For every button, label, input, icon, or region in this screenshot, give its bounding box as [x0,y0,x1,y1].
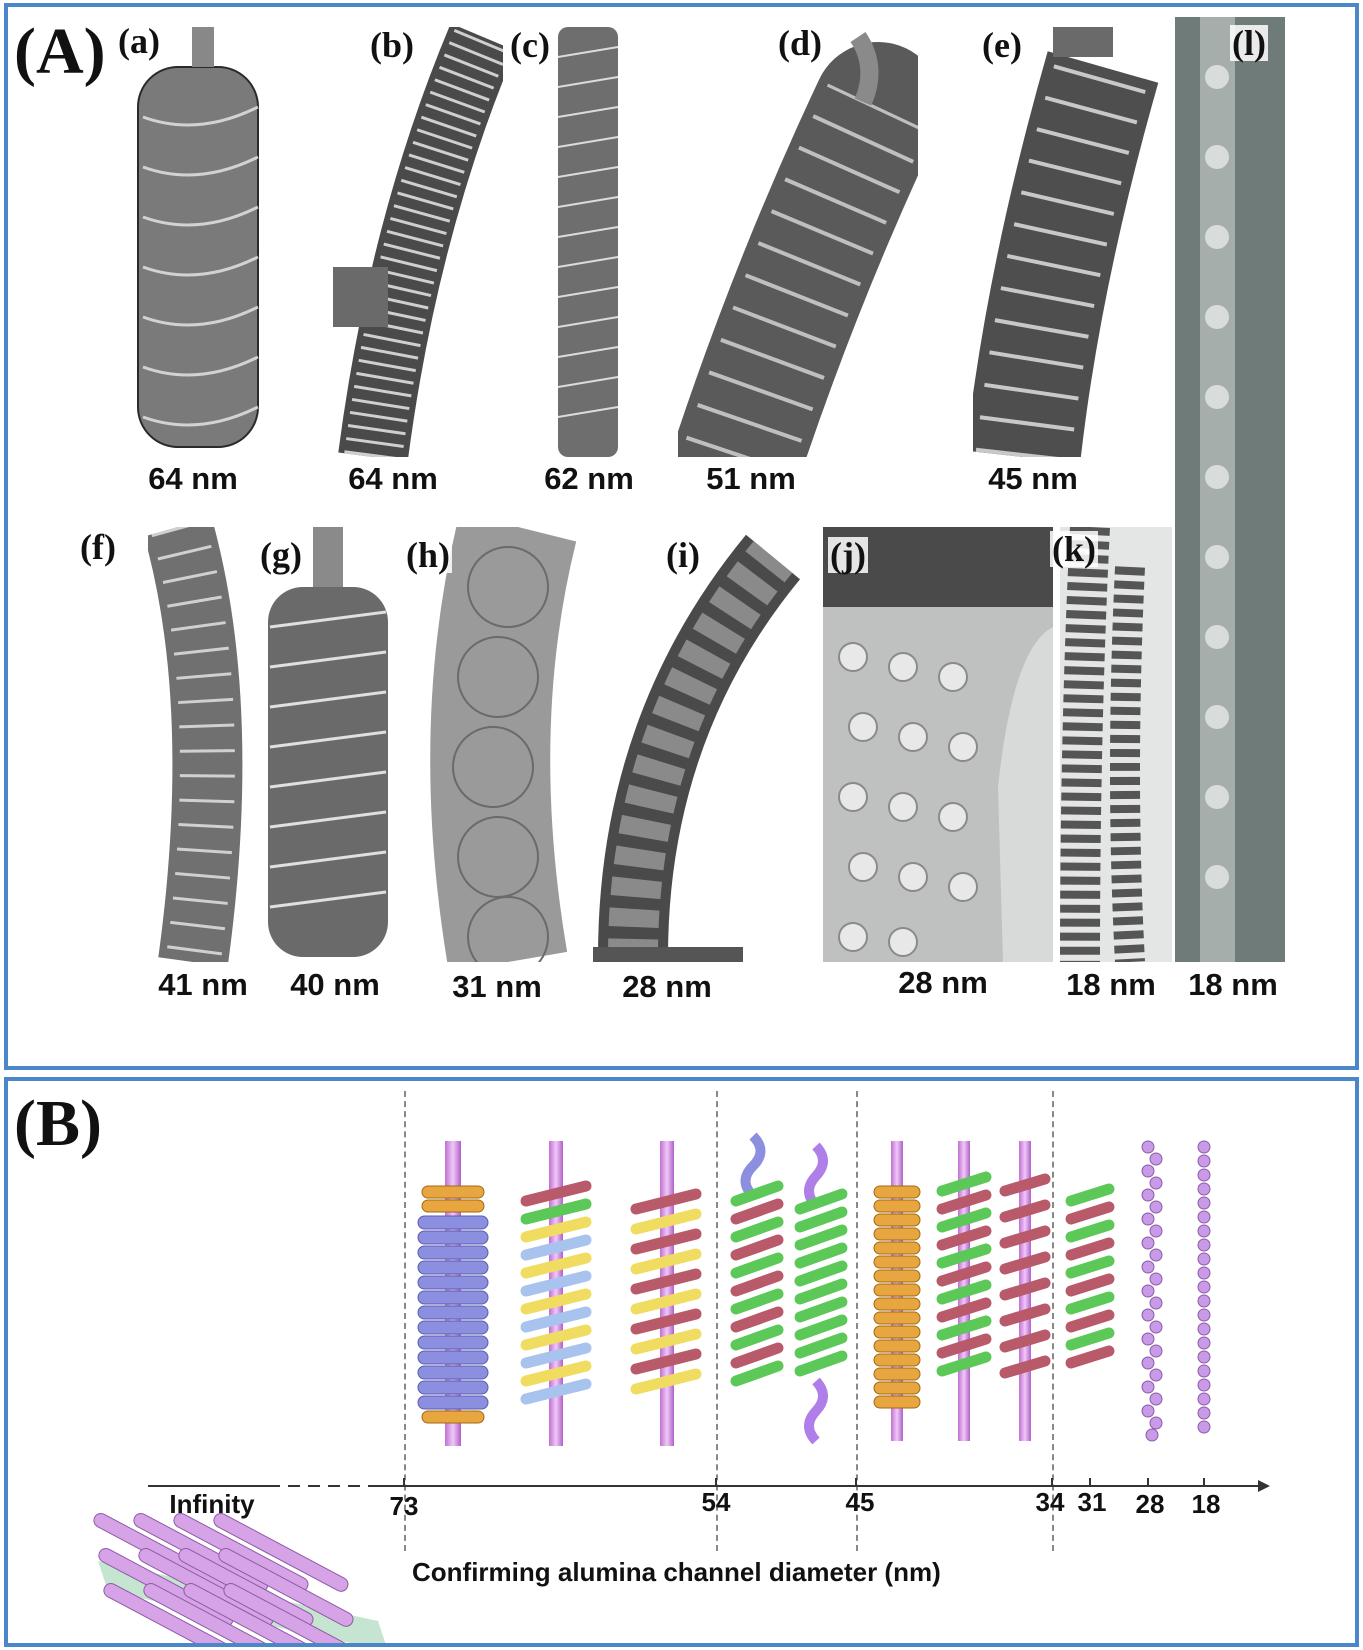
divider-54 [716,1091,718,1551]
panel-a-label: (A) [14,15,106,88]
size-label-h: 31 nm [452,969,542,1004]
tick-31: 31 [1077,1487,1107,1517]
structure-double-helix-green-a [730,1132,784,1387]
structure-double-helix-yellow [630,1141,702,1446]
tick-45: 45 [845,1487,875,1517]
micrograph-b [333,27,503,457]
micrograph-a [108,27,278,457]
size-label-g: 40 nm [290,967,380,1002]
size-label-i: 28 nm [622,969,712,1004]
image-letter-h: (h) [404,535,452,575]
structure-stacked-rings [417,1141,489,1446]
size-label-k: 18 nm [1066,967,1156,1002]
size-label-j: 28 nm [898,965,988,1000]
tick-34: 34 [1035,1487,1065,1517]
axis-title: Confirming alumina channel diameter (nm) [412,1557,941,1587]
structure-helix-red [999,1141,1051,1441]
structure-double-helix-green-b [794,1142,848,1445]
micrograph-i [593,527,813,962]
micrograph-l [1175,17,1285,962]
tick-18: 18 [1191,1489,1221,1519]
bead-chain-double [1141,1140,1163,1442]
image-letter-a: (a) [116,21,162,61]
image-letter-i: (i) [664,535,702,575]
panel-b: (B) [4,1077,1359,1647]
image-letter-c: (c) [508,25,552,65]
size-label-f: 41 nm [158,967,248,1002]
micrograph-j [823,527,1053,962]
panel-b-label: (B) [14,1087,102,1160]
image-letter-e: (e) [980,25,1024,65]
image-letter-k: (k) [1050,529,1098,569]
micrograph-f [148,527,248,962]
structure-orange-rings [873,1141,921,1441]
image-letter-b: (b) [368,25,416,65]
size-label-c: 62 nm [544,461,634,496]
image-letter-d: (d) [776,23,824,63]
image-letter-g: (g) [258,535,304,575]
tick-28: 28 [1135,1489,1165,1519]
tube-array-illustration [93,1512,386,1643]
bead-chain-single [1197,1140,1211,1434]
image-letter-f: (f) [78,527,118,567]
image-letter-j: (j) [828,535,868,575]
micrograph-d [678,27,918,457]
size-label-a: 64 nm [148,461,238,496]
tick-infinity: Infinity [169,1489,255,1519]
structure-helix-short [1065,1183,1115,1369]
divider-73 [404,1091,406,1551]
divider-34 [1052,1091,1054,1551]
image-letter-l: (l) [1230,23,1268,63]
nanostructure-diagram [93,1132,1270,1643]
micrograph-k [1060,527,1172,962]
tick-54: 54 [701,1487,731,1517]
tick-73: 73 [389,1491,419,1521]
micrograph-c [553,27,623,457]
size-label-b: 64 nm [348,461,438,496]
size-label-l: 18 nm [1188,967,1278,1002]
size-label-e: 45 nm [988,461,1078,496]
diameter-axis [148,1478,1270,1492]
panel-a: (A) [4,3,1359,1070]
micrograph-h [428,527,578,962]
structure-triple-helix [520,1141,592,1446]
divider-45 [856,1091,858,1551]
structure-helix-green-red [936,1141,992,1441]
size-label-d: 51 nm [706,461,796,496]
micrograph-g [258,527,398,962]
micrograph-e [973,27,1163,457]
